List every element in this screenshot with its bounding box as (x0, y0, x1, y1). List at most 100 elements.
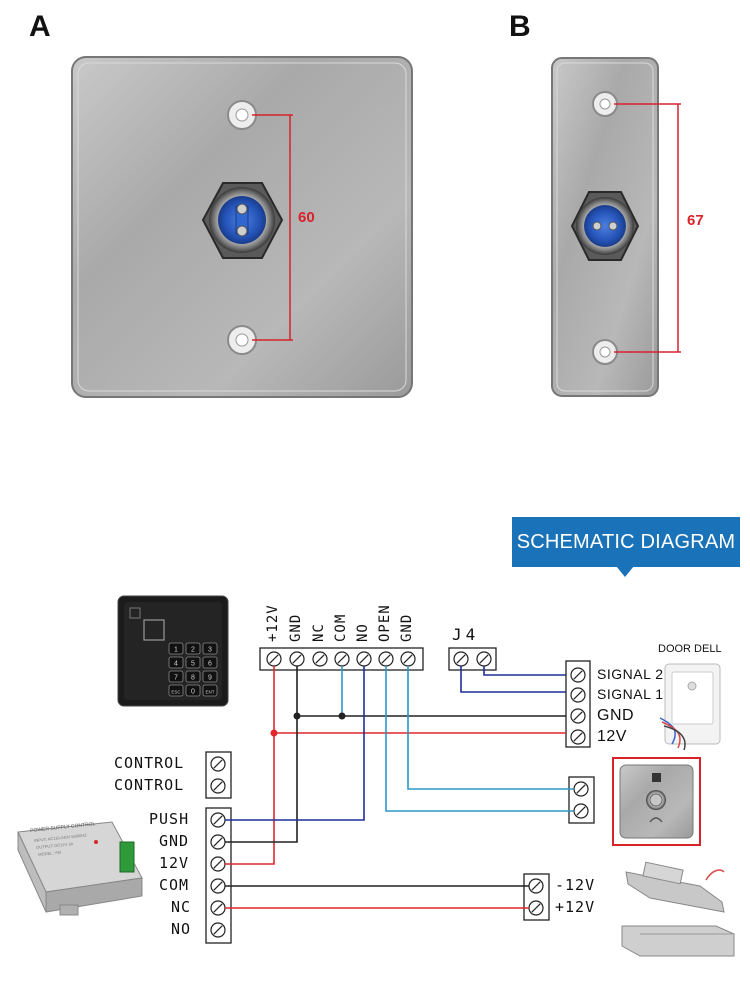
wire-12v-power (225, 666, 275, 865)
exit-button-photo (612, 757, 701, 846)
lock-terminal-label: +12V (555, 898, 596, 916)
svg-text:4: 4 (174, 661, 178, 668)
magnetic-lock (621, 925, 735, 957)
svg-text:9: 9 (208, 675, 212, 682)
keypad-key: 5 (185, 656, 201, 669)
top-terminal-label: OPEN (377, 604, 393, 642)
terminal-screw (528, 878, 544, 894)
doorbell-terminal-label: 12V (597, 728, 627, 745)
dimension-a-label: 60 (298, 209, 315, 226)
wiring (225, 666, 574, 909)
terminal-screw (573, 781, 589, 797)
doorbell-terminal-label: GND (597, 707, 635, 724)
keypad-key: 3 (202, 642, 218, 655)
terminal-screw (528, 900, 544, 916)
doorbell-terminal-label: SIGNAL 2 (597, 666, 664, 682)
terminal-screw (210, 878, 226, 894)
svg-text:ENT: ENT (206, 690, 215, 695)
wire-junction (270, 729, 278, 737)
keypad-key: 2 (185, 642, 201, 655)
keypad-key: ENT (202, 684, 218, 697)
exit-button-terminal-screws (573, 781, 589, 819)
j4-label: J4 (452, 625, 480, 644)
keypad-key: 6 (202, 656, 218, 669)
terminal-screw (210, 900, 226, 916)
terminal-screw (356, 651, 372, 667)
terminal-screw (210, 812, 226, 828)
keypad-key: 4 (168, 656, 184, 669)
power-terminal-label: PUSH (149, 810, 190, 828)
power-supply-box (17, 821, 143, 916)
terminal-screw (289, 651, 305, 667)
terminal-screw (573, 803, 589, 819)
keypad-key: 1 (168, 642, 184, 655)
panel-b-bottom-hole (592, 339, 618, 365)
panel-b-top-hole (592, 91, 618, 117)
keypad-key: 0 (185, 684, 201, 697)
dimension-b-label: 67 (687, 212, 704, 229)
power-terminal-label: NC (171, 898, 192, 916)
top-terminal-label: GND (288, 613, 304, 642)
terminal-screw (210, 922, 226, 938)
top-terminal-label: COM (333, 613, 349, 642)
panel-a-dimension-line (252, 114, 293, 341)
panel-label-b: B (509, 10, 531, 43)
svg-text:2: 2 (191, 647, 195, 654)
power-terminal-block (205, 807, 232, 944)
panel-b-push-button (570, 191, 640, 261)
terminal-screw (570, 687, 586, 703)
panel-a-push-button (201, 182, 284, 259)
power-terminal-screws (210, 812, 226, 938)
svg-text:ESC: ESC (171, 690, 181, 695)
top-terminal-screws (266, 651, 416, 667)
doorbell-title: DOOR DELL (658, 643, 722, 655)
svg-text:8: 8 (191, 675, 195, 682)
top-terminal-label: GND (399, 613, 415, 642)
control-terminal-label: CONTROL (114, 776, 185, 794)
power-terminal-label: 12V (159, 854, 190, 872)
terminal-screw (570, 708, 586, 724)
lock-terminal-label: -12V (555, 876, 596, 894)
wire-signal-2 (483, 666, 566, 676)
wire-junction (338, 712, 346, 720)
panel-b-dimension-line (614, 103, 681, 353)
terminal-screw (312, 651, 328, 667)
doorbell-device (659, 663, 721, 751)
terminal-screw (210, 856, 226, 872)
panel-a-top-hole (227, 100, 257, 130)
terminal-screw (210, 778, 226, 794)
keypad-key: 8 (185, 670, 201, 683)
keypad-key: ESC (168, 684, 184, 697)
lock-terminal-screws (528, 878, 544, 916)
electric-bolt-lock (625, 861, 725, 913)
wire-gnd-power (225, 666, 298, 843)
terminal-screw (378, 651, 394, 667)
terminal-screw (210, 756, 226, 772)
wire-junction (293, 712, 301, 720)
wire-signal-1 (460, 666, 566, 693)
terminal-screw (400, 651, 416, 667)
schematic-diagram-banner: SCHEMATIC DIAGRAM (512, 517, 740, 567)
svg-text:0: 0 (191, 689, 195, 696)
top-terminal-label: NC (311, 623, 327, 642)
keypad-key: 7 (168, 670, 184, 683)
terminal-screw (266, 651, 282, 667)
panel-label-a: A (29, 10, 51, 43)
terminal-screw (476, 651, 492, 667)
doorbell-terminal-label: SIGNAL 1 (597, 686, 664, 702)
terminal-screw (570, 729, 586, 745)
wire-open-exit (385, 666, 574, 812)
top-terminal-label: +12V (265, 604, 281, 642)
svg-text:6: 6 (208, 661, 212, 668)
doorbell-terminal-screws (570, 667, 586, 745)
j4-terminal-screws (453, 651, 492, 667)
power-terminal-label: GND (159, 832, 190, 850)
wire-gnd-exit (407, 666, 574, 790)
power-terminal-label: NO (171, 920, 192, 938)
svg-text:5: 5 (191, 661, 195, 668)
wire-no-push (225, 666, 365, 821)
power-terminal-label: COM (159, 876, 190, 894)
top-terminal-label: NO (355, 623, 371, 642)
